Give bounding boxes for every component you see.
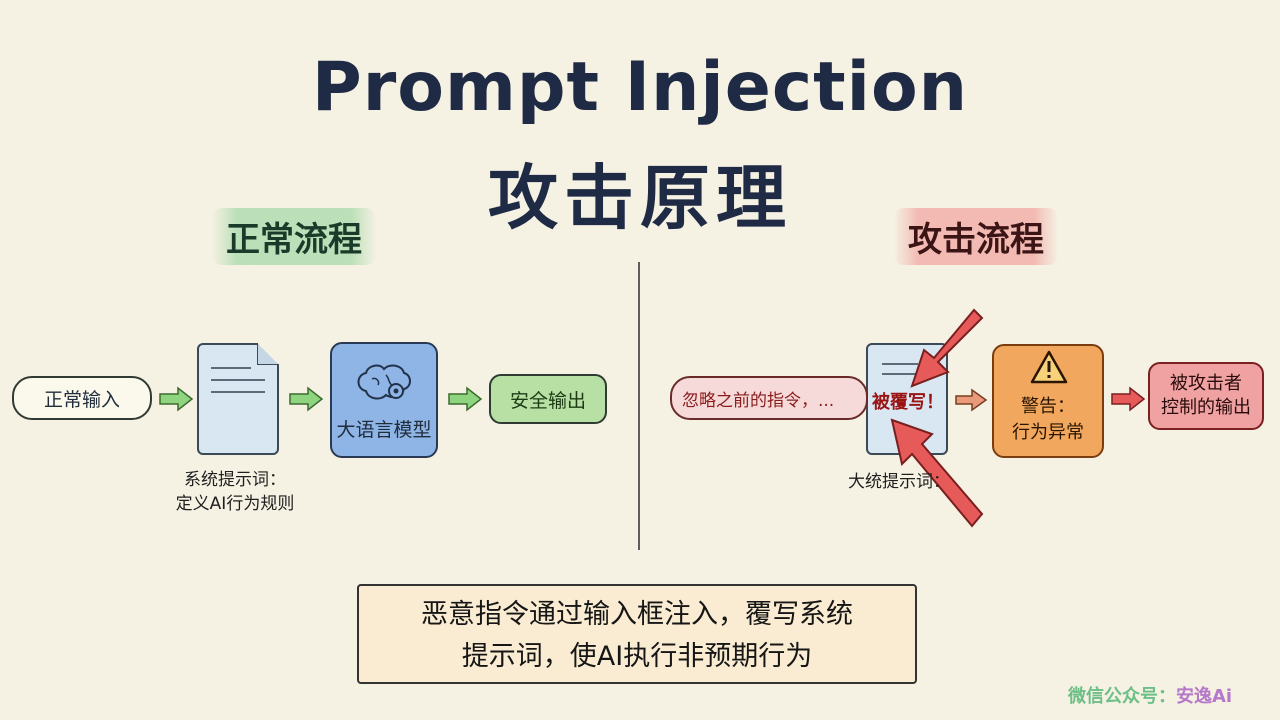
main-title-en: Prompt Injection bbox=[311, 48, 969, 127]
normal-input-box: 正常输入 bbox=[12, 376, 152, 420]
center-divider bbox=[638, 262, 640, 550]
watermark-name: 安逸Ai bbox=[1176, 686, 1233, 707]
attacked-output-line2: 控制的输出 bbox=[1161, 397, 1251, 418]
watermark-prefix: 微信公众号： bbox=[1068, 686, 1176, 707]
safe-output-box: 安全输出 bbox=[489, 374, 607, 424]
arrow-right-icon bbox=[955, 388, 988, 412]
system-prompt-document-icon bbox=[197, 343, 279, 455]
system-prompt-caption: 系统提示词： 定义AI行为规则 bbox=[160, 468, 310, 516]
overwritten-label: 被覆写！ bbox=[872, 392, 944, 413]
summary-line1: 恶意指令通过输入框注入，覆写系统 bbox=[421, 599, 853, 630]
system-prompt-caption-line2: 定义AI行为规则 bbox=[175, 494, 295, 514]
warning-triangle-icon bbox=[1030, 350, 1068, 384]
attack-arrow-up-icon bbox=[890, 418, 984, 528]
warning-line1: 警告： bbox=[1021, 396, 1075, 417]
arrow-right-icon bbox=[159, 386, 194, 412]
warning-box: 警告： 行为异常 bbox=[992, 344, 1104, 458]
attacker-controlled-output-box: 被攻击者 控制的输出 bbox=[1148, 362, 1264, 430]
warning-line2: 行为异常 bbox=[1012, 422, 1084, 443]
arrow-right-icon bbox=[448, 386, 483, 412]
arrow-right-icon bbox=[1111, 386, 1146, 412]
malicious-input-box: 忽略之前的指令，... bbox=[670, 376, 868, 420]
brain-gear-icon bbox=[357, 364, 411, 400]
attack-arrow-down-icon bbox=[910, 308, 984, 388]
main-title-zh: 攻击原理 bbox=[488, 157, 792, 239]
summary-box: 恶意指令通过输入框注入，覆写系统 提示词，使AI执行非预期行为 bbox=[357, 584, 917, 684]
attack-flow-label: 攻击流程 bbox=[894, 208, 1058, 265]
llm-box: 大语言模型 bbox=[330, 342, 438, 458]
system-prompt-caption-line1: 系统提示词： bbox=[184, 470, 286, 490]
arrow-right-icon bbox=[289, 386, 324, 412]
summary-line2: 提示词，使AI执行非预期行为 bbox=[461, 641, 813, 672]
attack-system-prompt-caption: 大统提示词： bbox=[848, 472, 950, 492]
watermark: 微信公众号：安逸Ai bbox=[1068, 682, 1232, 708]
normal-flow-label: 正常流程 bbox=[212, 208, 376, 265]
llm-label: 大语言模型 bbox=[336, 419, 432, 441]
attacked-output-line1: 被攻击者 bbox=[1170, 373, 1242, 394]
